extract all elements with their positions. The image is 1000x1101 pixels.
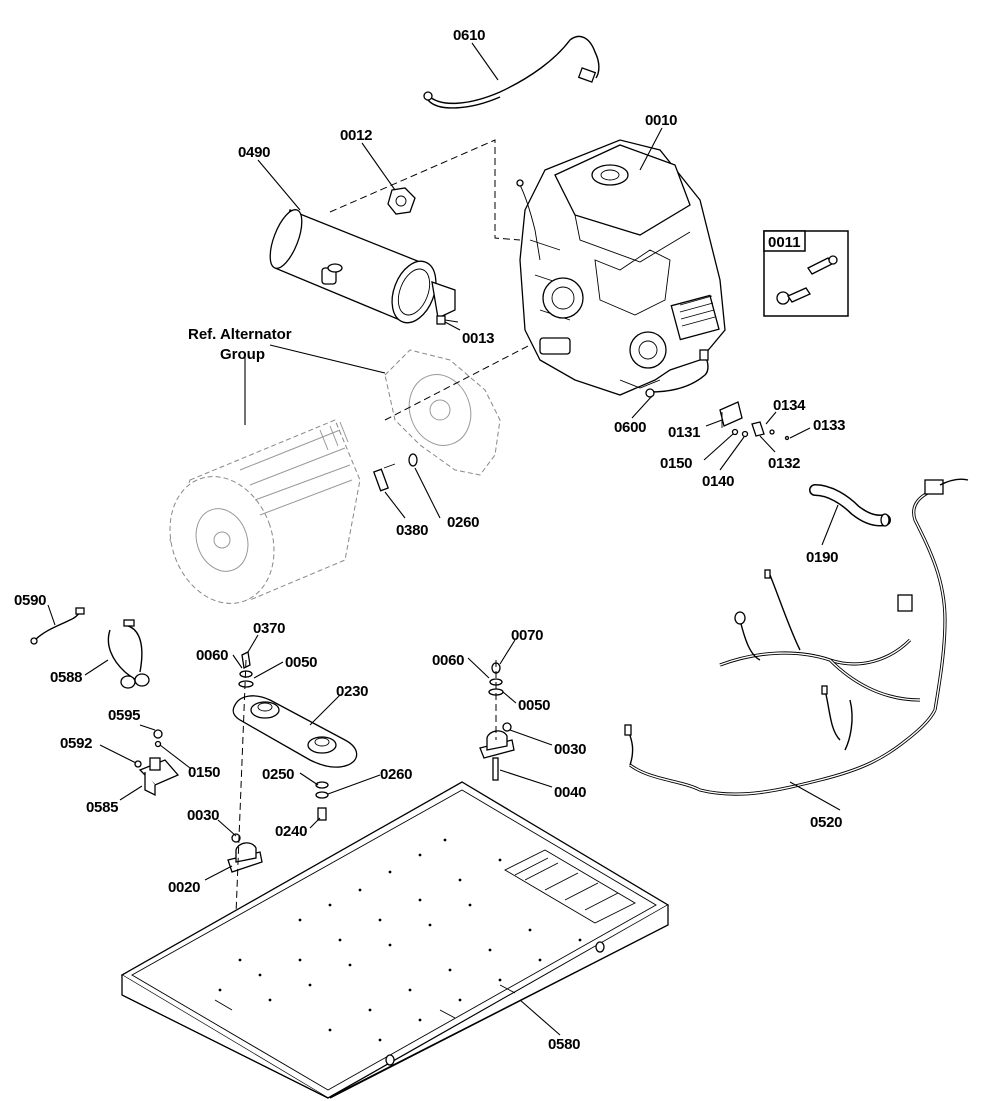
callout-0592: 0592 [60, 735, 92, 752]
callout-0030-right: 0030 [554, 741, 586, 758]
ref-alternator-label-line2: Group [220, 346, 265, 363]
part-0190-hose [809, 484, 891, 527]
part-0260-washer-upper [408, 453, 418, 467]
part-0600-wire [645, 349, 709, 398]
callout-0150-lower: 0150 [188, 764, 220, 781]
kit-box-label: 0011 [768, 234, 801, 251]
callout-0060-left: 0060 [196, 647, 228, 664]
part-0250-0260-0240-fasteners [315, 781, 329, 821]
callout-0230: 0230 [336, 683, 368, 700]
callout-0600: 0600 [614, 419, 646, 436]
part-0370-0060-0050-fasteners-left [238, 651, 254, 688]
part-0020-mount [227, 833, 263, 873]
callout-0010: 0010 [645, 112, 677, 129]
part-0585-bracket [134, 729, 180, 797]
callout-0020: 0020 [168, 879, 200, 896]
part-0013-bolt [436, 315, 459, 325]
callout-0490: 0490 [238, 144, 270, 161]
part-0520-wiring-harness [624, 478, 969, 796]
callout-0050-right: 0050 [518, 697, 550, 714]
part-0610-wire [423, 35, 600, 109]
part-0030-0040-mount-right [479, 662, 515, 781]
callout-0595: 0595 [108, 707, 140, 724]
part-0490-muffler [269, 209, 456, 324]
callout-0150-upper: 0150 [660, 455, 692, 472]
part-0012-gasket [387, 187, 416, 215]
callout-0070: 0070 [511, 627, 543, 644]
callout-0133: 0133 [813, 417, 845, 434]
callout-0580: 0580 [548, 1036, 580, 1053]
callout-0060-right: 0060 [432, 652, 464, 669]
callout-0370: 0370 [253, 620, 285, 637]
muffler-exhaust-dashed-line [329, 139, 521, 241]
callout-0520: 0520 [810, 814, 842, 831]
base-plate-holes [218, 838, 582, 1042]
callout-0588: 0588 [50, 669, 82, 686]
kit-parts-icon [776, 255, 838, 305]
leader-lines [47, 42, 841, 1036]
callout-0260-upper: 0260 [447, 514, 479, 531]
part-0230-mount-bar [232, 695, 358, 768]
part-0010-engine [516, 139, 726, 396]
callout-0585: 0585 [86, 799, 118, 816]
part-0580-base-plate [120, 781, 670, 1099]
callout-0250: 0250 [262, 766, 294, 783]
callout-0030-left: 0030 [187, 807, 219, 824]
callout-0140: 0140 [702, 473, 734, 490]
callout-0013: 0013 [462, 330, 494, 347]
ref-alternator-label-line1: Ref. Alternator [188, 326, 292, 343]
callout-0590: 0590 [14, 592, 46, 609]
callout-0240: 0240 [275, 823, 307, 840]
callout-0190: 0190 [806, 549, 838, 566]
callout-0134: 0134 [773, 397, 806, 414]
callout-0050-left: 0050 [285, 654, 317, 671]
kit-box-0011: 0011 [763, 230, 849, 317]
callout-0610: 0610 [453, 27, 485, 44]
part-0588-cable [107, 619, 150, 689]
callout-0380: 0380 [396, 522, 428, 539]
callout-0260-lower: 0260 [380, 766, 412, 783]
callout-labels: 0610 0010 0012 0490 0013 0600 0131 0134 … [14, 27, 845, 1053]
ref-alternator-group [169, 349, 501, 604]
callout-0040: 0040 [554, 784, 586, 801]
part-0380-bolt [372, 463, 396, 492]
callout-0012: 0012 [340, 127, 372, 144]
crankshaft-dashed-line [384, 344, 531, 421]
callout-0131: 0131 [668, 424, 700, 441]
callout-0132: 0132 [768, 455, 800, 472]
part-0590-wire [30, 607, 85, 645]
